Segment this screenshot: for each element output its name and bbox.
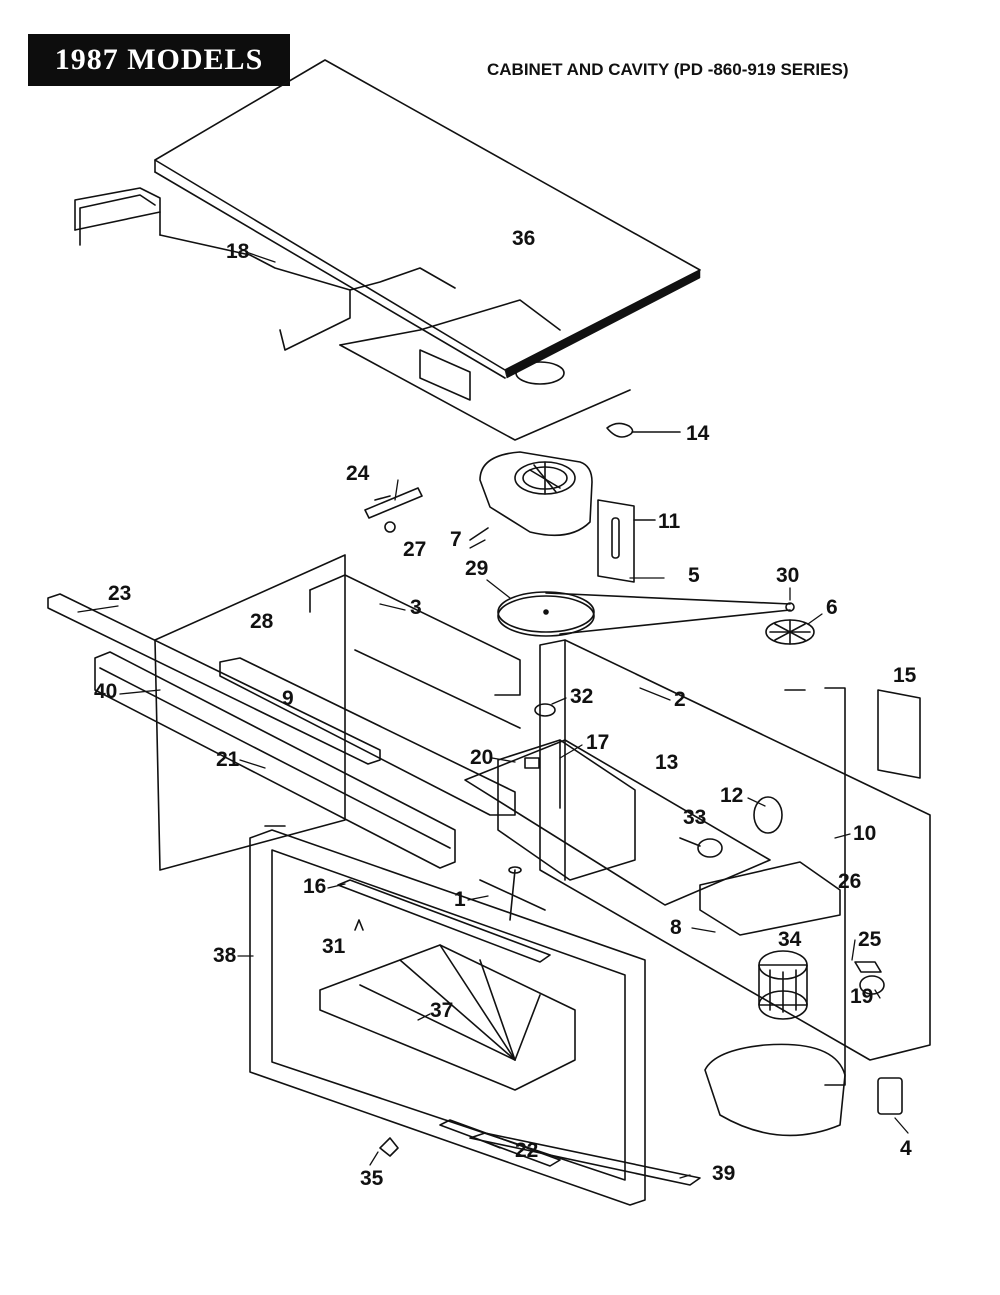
- part-30-small-pulley: [785, 602, 795, 612]
- part-9-side-rail: [219, 657, 516, 816]
- callout-18: 18: [226, 240, 250, 263]
- lower-blower-shroud: [704, 1043, 846, 1137]
- part-13-cavity-floor: [464, 739, 771, 906]
- part-31-clip: [354, 919, 364, 931]
- callout-13: 13: [655, 751, 678, 774]
- callout-1: 1: [454, 888, 466, 911]
- callout-25: 25: [858, 928, 882, 951]
- part-25-thermal-switch: [854, 961, 882, 973]
- part-27-nut: [384, 521, 396, 533]
- part-38-front-frame: [249, 829, 646, 1206]
- callout-31: 31: [322, 935, 346, 958]
- callout-3: 3: [410, 596, 422, 619]
- callout-12: 12: [720, 784, 743, 807]
- callout-37: 37: [430, 999, 453, 1022]
- callout-20: 20: [470, 746, 493, 769]
- callout-17: 17: [586, 731, 609, 754]
- part-26-wiring-bracket: [784, 687, 846, 1086]
- callout-26: 26: [838, 870, 861, 893]
- part-7-blower-housing: [469, 451, 593, 541]
- callout-10: 10: [853, 822, 876, 845]
- part-14-wing-nut: [606, 422, 681, 438]
- callout-30: 30: [776, 564, 799, 587]
- part-24-strap: [364, 487, 423, 519]
- part-23-front-strip: [47, 593, 381, 765]
- callout-36: 36: [512, 227, 535, 250]
- callout-35: 35: [360, 1167, 384, 1190]
- callout-38: 38: [213, 944, 237, 967]
- callout-8: 8: [670, 916, 682, 939]
- callout-4: 4: [900, 1137, 912, 1160]
- part-29-large-pulley: [497, 591, 595, 637]
- callout-39: 39: [712, 1162, 735, 1185]
- part-22-bottom-strip: [439, 1119, 561, 1167]
- part-6-stirrer-fan: [765, 619, 815, 645]
- part-16-shelf-rail: [337, 879, 551, 963]
- callout-15: 15: [893, 664, 917, 687]
- part-35-screw: [379, 1137, 399, 1157]
- part-20-clip: [524, 757, 540, 769]
- part-32-switch: [534, 703, 556, 717]
- callout-21: 21: [216, 748, 240, 771]
- callout-11: 11: [658, 510, 681, 533]
- part-11-mount-bracket: [597, 499, 656, 583]
- part-19-lamp-socket: [859, 975, 885, 995]
- callout-5: 5: [688, 564, 700, 587]
- part-36-top-cover: [154, 59, 701, 379]
- callout-34: 34: [778, 928, 802, 951]
- part-10-plate: [699, 861, 841, 936]
- part-2-cavity-right-wall: [539, 639, 931, 1061]
- part-5-drive-belt: [545, 592, 791, 635]
- callout-23: 23: [108, 582, 131, 605]
- part-37-glass-tray: [319, 944, 576, 1091]
- part-33-motor: [679, 837, 723, 858]
- diagram-title: CABINET AND CAVITY (PD -860-919 SERIES): [487, 60, 849, 79]
- callout-33: 33: [683, 806, 706, 829]
- callout-29: 29: [465, 557, 488, 580]
- part-4-interlock-switch: [877, 1077, 903, 1115]
- models-badge-label: 1987 MODELS: [54, 43, 264, 76]
- callout-14: 14: [686, 422, 710, 445]
- callout-40: 40: [94, 680, 117, 703]
- leader-lines: [77, 251, 909, 1179]
- callout-22: 22: [515, 1139, 538, 1162]
- callout-24: 24: [346, 462, 370, 485]
- callout-labels: 36 18 14 24 11 7 27 29 5 30 23 3 6 28 15…: [94, 227, 917, 1190]
- callout-6: 6: [826, 596, 838, 619]
- callout-7: 7: [450, 528, 462, 551]
- part-40-trim-strip: [94, 651, 456, 869]
- callout-2: 2: [674, 688, 686, 711]
- part-17-center-duct: [497, 739, 636, 881]
- part-18-top-bracket: [74, 187, 631, 441]
- part-34-blower-wheel: [758, 950, 808, 1020]
- part-28-cavity-left-wall: [154, 554, 346, 871]
- callout-28: 28: [250, 610, 274, 633]
- callout-19: 19: [850, 985, 873, 1008]
- part-1-stirrer-shaft: [479, 866, 546, 921]
- part-3-cavity-top-rail: [309, 574, 521, 729]
- models-badge: 1987 MODELS: [28, 34, 290, 86]
- callout-9: 9: [282, 687, 294, 710]
- part-39-front-rail: [469, 1132, 701, 1186]
- callout-27: 27: [403, 538, 426, 561]
- part-15-cover-plate: [877, 689, 921, 779]
- callout-32: 32: [570, 685, 593, 708]
- callout-16: 16: [303, 875, 326, 898]
- part-12-fan-motor: [753, 796, 783, 834]
